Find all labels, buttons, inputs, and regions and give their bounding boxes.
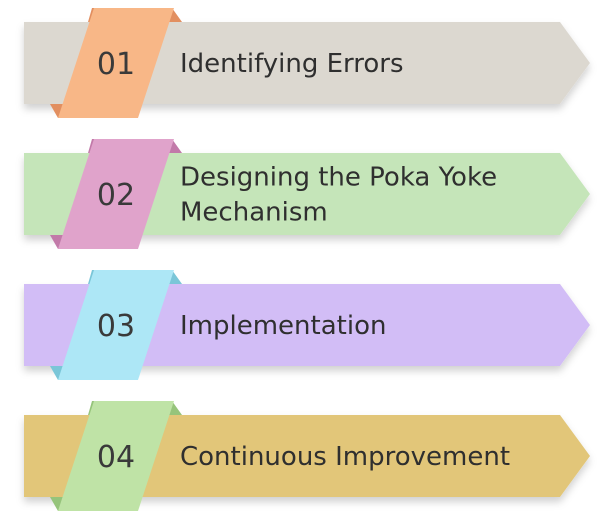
step-1: 01 Identifying Errors [24, 8, 590, 118]
step-arrow [24, 22, 590, 104]
step-number: 01 [97, 47, 135, 82]
step-label: Implementation [180, 311, 386, 341]
step-label: Mechanism [180, 198, 328, 228]
number-ribbon [58, 139, 174, 249]
step-label: Continuous Improvement [180, 442, 510, 472]
number-ribbon [58, 401, 174, 511]
step-number: 03 [97, 309, 135, 344]
step-arrow [24, 284, 590, 366]
step-3: 03 Implementation [24, 270, 590, 380]
number-ribbon [58, 8, 174, 118]
step-label: Identifying Errors [180, 49, 404, 79]
number-ribbon [58, 270, 174, 380]
step-arrow [24, 415, 590, 497]
step-number: 02 [97, 178, 135, 213]
step-number: 04 [97, 440, 135, 475]
step-arrow [24, 153, 590, 235]
step-4: 04 Continuous Improvement [24, 401, 590, 511]
steps-layer: 01 Identifying Errors 02 Designing the Poka… [24, 8, 590, 511]
step-label: Designing the Poka Yoke [180, 163, 497, 193]
